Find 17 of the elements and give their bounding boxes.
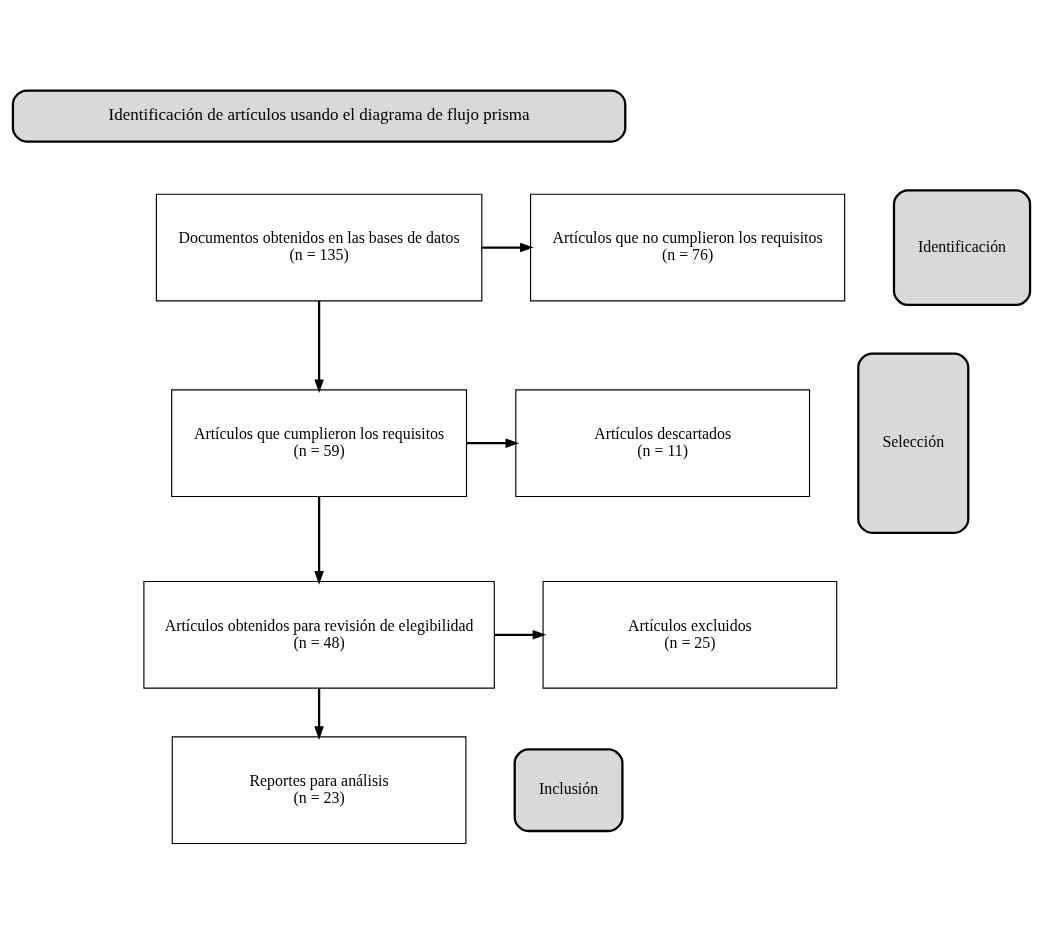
node-box: Artículos excluidos (n = 25) bbox=[542, 580, 838, 689]
node-box: Artículos que no cumplieron los requisitos (n = 76) bbox=[530, 193, 846, 302]
node-box: Artículos que cumplieron los requisitos (n = 59) bbox=[171, 389, 468, 498]
arrow bbox=[314, 496, 324, 585]
node-box: Inclusión bbox=[513, 748, 624, 833]
arrow bbox=[466, 438, 520, 448]
arrow bbox=[314, 688, 324, 740]
node-box: Identificación de artículos usando el diagrama de flujo prisma bbox=[11, 89, 627, 143]
node-box: Reportes para análisis (n = 23) bbox=[171, 736, 467, 845]
node-box: Selección bbox=[857, 352, 970, 534]
node-box: Artículos descartados (n = 11) bbox=[515, 389, 811, 498]
node-box: Documentos obtenidos en las bases de datos (n = 135) bbox=[155, 193, 483, 302]
node-box: Artículos obtenidos para revisión de elegibilidad (n = 48) bbox=[143, 580, 495, 689]
arrow bbox=[482, 242, 534, 253]
node-box: Identificación bbox=[892, 189, 1032, 306]
arrow bbox=[314, 301, 324, 394]
arrow bbox=[494, 630, 547, 640]
